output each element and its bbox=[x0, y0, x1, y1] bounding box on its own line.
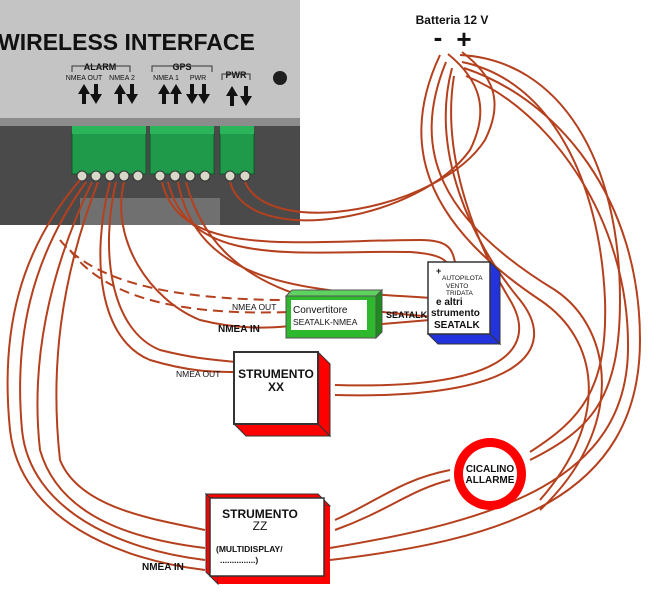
terminal-block-pwr bbox=[219, 126, 255, 175]
strumento-zz-line2: ZZ bbox=[253, 519, 268, 533]
autopilot-line5: strumento bbox=[431, 308, 480, 319]
converter-line2: SEATALK-NMEA bbox=[293, 317, 358, 327]
strumento-zz-in-label: NMEA IN bbox=[142, 562, 184, 573]
seatalk-link: SEATALK bbox=[381, 310, 431, 325]
battery-minus: - bbox=[434, 22, 443, 52]
pwr-label: PWR bbox=[226, 70, 247, 80]
battery: Batteria 12 V - + bbox=[416, 13, 489, 54]
port-arrow-icons bbox=[78, 84, 252, 106]
gps-sub-2: PWR bbox=[190, 75, 206, 82]
strumento-xx-box: STRUMENTO XX NMEA OUT bbox=[176, 350, 332, 438]
converter-box: Convertitore SEATALK-NMEA NMEA OUT NMEA … bbox=[218, 288, 384, 340]
alarm-label: ALARM bbox=[84, 62, 117, 72]
converter-in-label: NMEA IN bbox=[218, 324, 260, 335]
cicalino-line1: CICALINO bbox=[466, 464, 515, 475]
autopilot-line2: VENTO bbox=[446, 283, 468, 290]
converter-line1: Convertitore bbox=[293, 305, 348, 316]
terminal-screws bbox=[76, 170, 251, 182]
gps-label: GPS bbox=[172, 62, 191, 72]
strumento-xx-out-label: NMEA OUT bbox=[176, 369, 220, 379]
cicalino-allarme: CICALINO ALLARME bbox=[454, 438, 526, 510]
autopilot-box: + AUTOPILOTA VENTO TRIDATA e altri strum… bbox=[426, 260, 502, 346]
alarm-sub-1: NMEA OUT bbox=[66, 75, 103, 82]
wireless-interface-device: WIRELESS INTERFACE ALARM NMEA OUT NMEA 2… bbox=[0, 0, 300, 225]
gps-sub-1: NMEA 1 bbox=[153, 75, 179, 82]
autopilot-line3: TRIDATA bbox=[446, 290, 474, 297]
alarm-sub-2: NMEA 2 bbox=[109, 75, 135, 82]
cicalino-line2: ALLARME bbox=[466, 475, 515, 486]
terminal-block-gps bbox=[149, 126, 215, 175]
autopilot-plus: + bbox=[436, 266, 441, 276]
wires bbox=[6, 51, 642, 571]
seatalk-link-label: SEATALK bbox=[386, 310, 428, 320]
converter-out-label: NMEA OUT bbox=[232, 302, 276, 312]
terminal-block-alarm bbox=[71, 126, 147, 175]
strumento-xx-line2: XX bbox=[268, 380, 284, 394]
battery-plus: + bbox=[456, 24, 471, 54]
strumento-zz-box: STRUMENTO ZZ (MULTIDISPLAY/ ............… bbox=[142, 492, 332, 586]
autopilot-line6: SEATALK bbox=[434, 320, 481, 331]
screw-icon bbox=[273, 71, 287, 85]
strumento-zz-line1: STRUMENTO bbox=[222, 507, 298, 521]
autopilot-line1: AUTOPILOTA bbox=[442, 275, 483, 282]
autopilot-line4: e altri bbox=[436, 297, 463, 308]
device-title: WIRELESS INTERFACE bbox=[0, 29, 255, 55]
strumento-zz-line4: ...............) bbox=[220, 555, 258, 565]
battery-label: Batteria 12 V bbox=[416, 13, 489, 27]
strumento-zz-line3: (MULTIDISPLAY/ bbox=[216, 544, 283, 554]
strumento-xx-line1: STRUMENTO bbox=[238, 367, 314, 381]
